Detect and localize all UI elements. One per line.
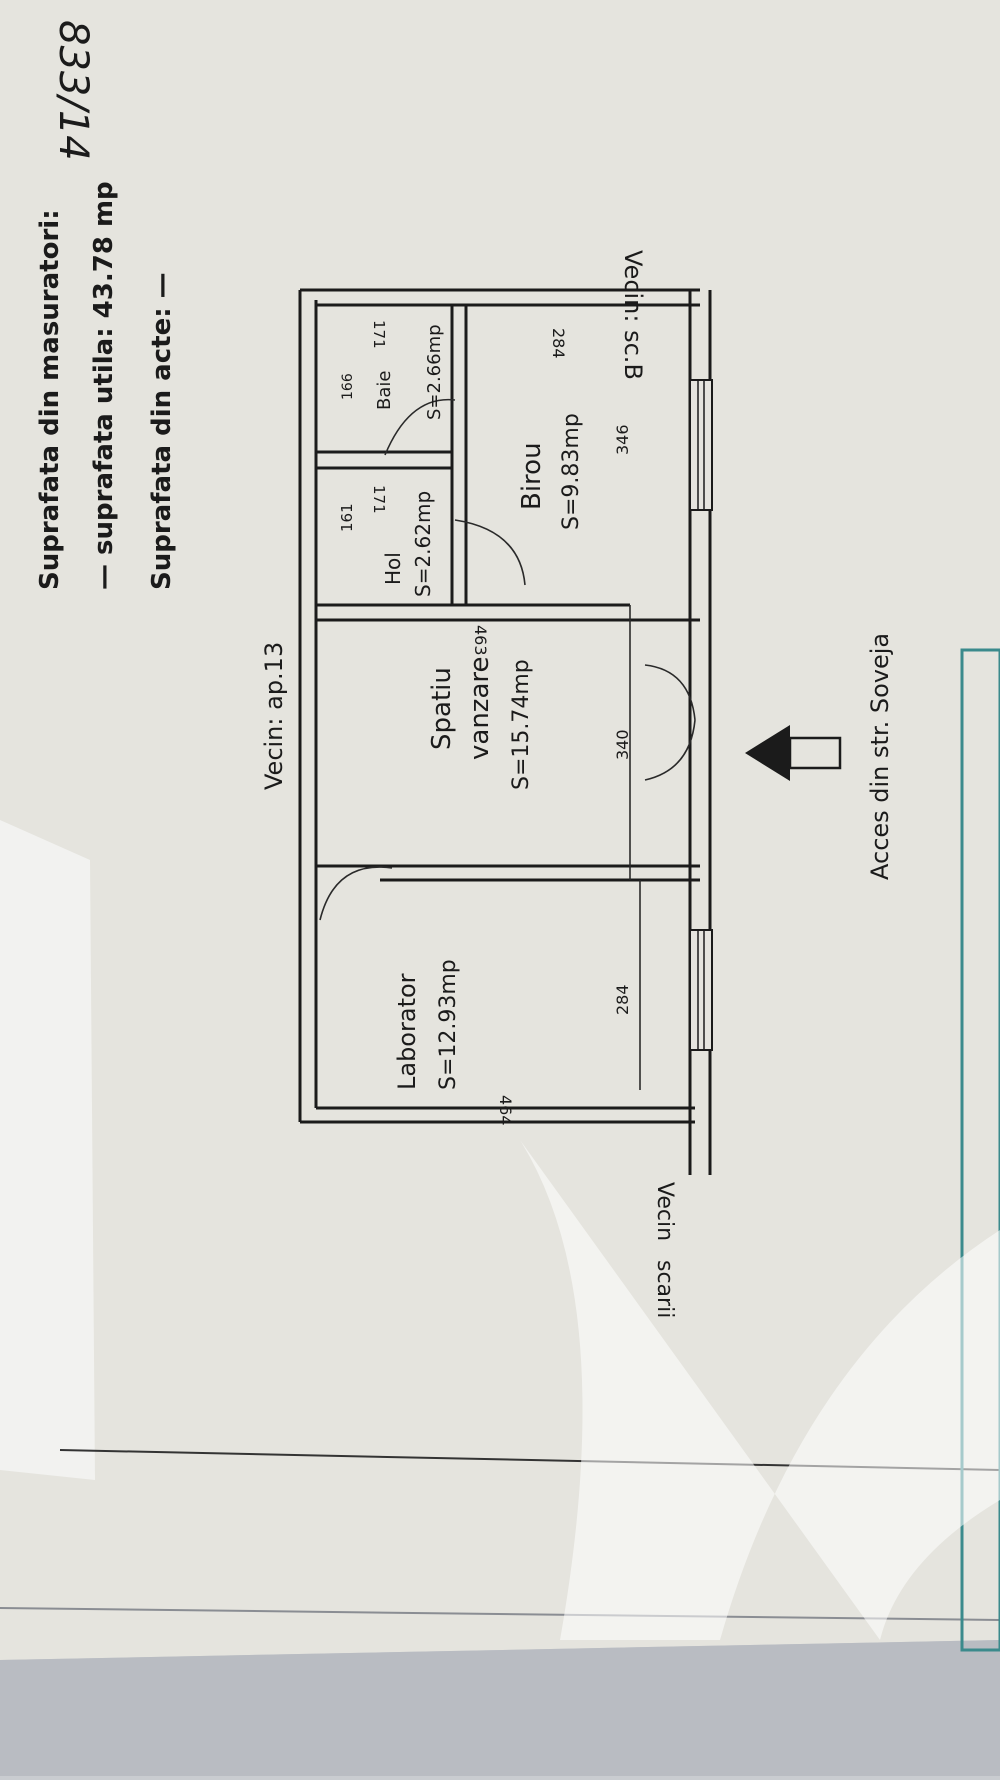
dim-birou-width: 284 — [549, 328, 568, 359]
paper-corner-note — [0, 820, 95, 1480]
room-spatiu-name-2: vanzare — [465, 657, 495, 761]
neighbor-left-label-1: Vecin — [652, 1182, 677, 1241]
access-arrow-icon — [745, 725, 842, 781]
room-spatiu-area: S=15.74mp — [509, 659, 534, 790]
dim-birou-depth: 346 — [613, 424, 632, 455]
room-laborator-area: S=12.93mp — [436, 959, 461, 1090]
room-laborator-name: Laborator — [393, 973, 421, 1090]
neighbor-right-label: Vecin: sc.B — [619, 250, 647, 380]
access-label: Acces din str. Soveja — [866, 633, 894, 880]
dim-spatiu-depth: 340 — [613, 729, 632, 760]
teal-frame — [960, 648, 1000, 1652]
glare-overlay — [520, 1140, 1000, 1640]
dim-hol-depth: 171 — [370, 485, 388, 514]
dim-spatiu-width: 463 — [471, 625, 490, 656]
room-birou-area: S=9.83mp — [559, 413, 584, 530]
desk-surface — [0, 1640, 1000, 1776]
windows — [689, 379, 713, 1051]
room-baie-area: S=2.66mp — [424, 324, 445, 420]
handwritten-number: 833/14 — [50, 20, 96, 161]
dim-laborator-depth: 284 — [613, 984, 632, 1015]
room-spatiu-name-1: Spatiu — [427, 667, 457, 750]
documents-area-label: Suprafata din acte: — — [147, 272, 177, 590]
paper-sheet — [0, 0, 1000, 1660]
room-baie-name: Baie — [374, 371, 395, 410]
measured-area-label: Suprafata din masuratori: — [35, 209, 65, 590]
dim-baie-depth: 171 — [370, 320, 388, 349]
neighbor-top-label: Vecin: ap.13 — [260, 642, 288, 790]
dim-laborator-width: 464 — [496, 1095, 515, 1126]
door-arcs — [319, 398, 696, 921]
room-hol-name: Hol — [381, 552, 405, 585]
room-birou-name: Birou — [517, 442, 547, 510]
room-hol-area: S=2.62mp — [411, 491, 435, 597]
neighbor-left-label-2: scarii — [652, 1260, 677, 1318]
useful-area-line: — suprafata utila: 43.78 mp — [89, 181, 119, 590]
dim-baie-width: 166 — [340, 373, 356, 400]
sheet-edge-line — [0, 1607, 1000, 1621]
dim-hol-width: 161 — [338, 503, 356, 532]
interior-walls — [316, 305, 700, 1090]
